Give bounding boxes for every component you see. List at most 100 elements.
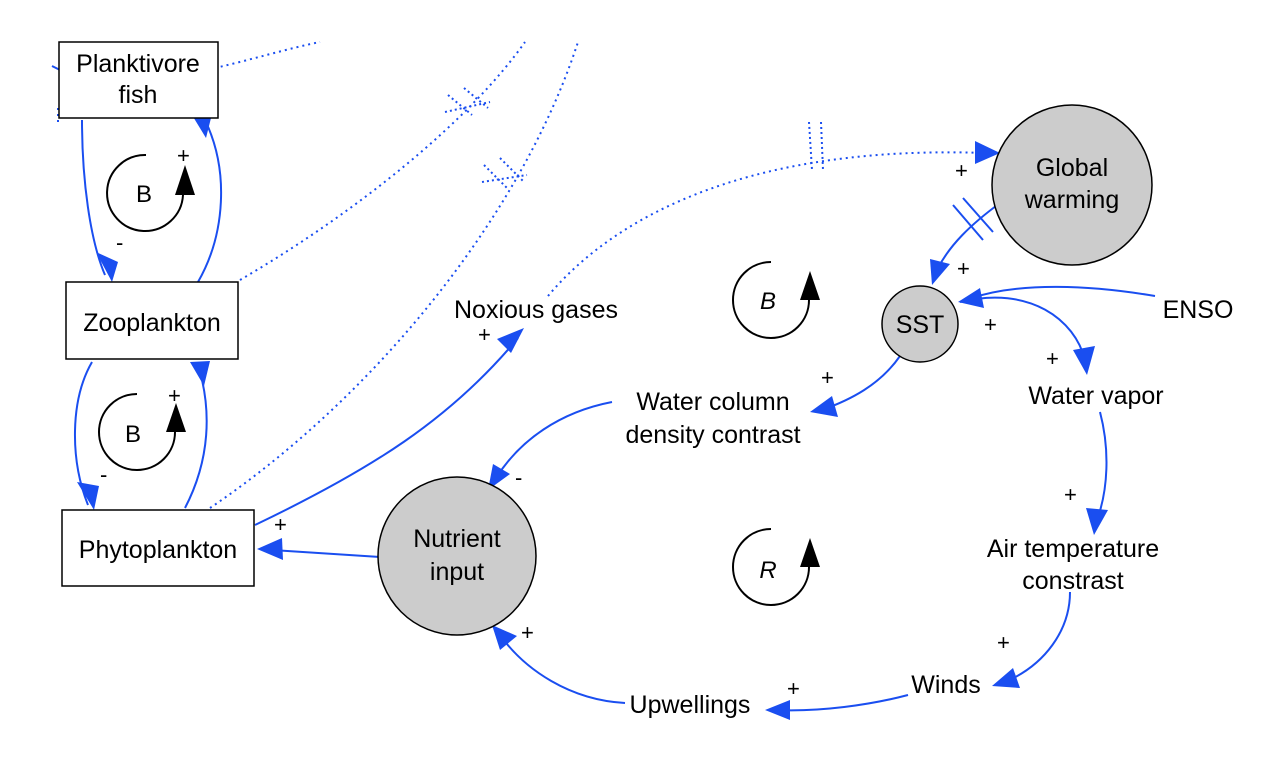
upwellings-label[interactable]: Upwellings (630, 691, 751, 719)
sign-sst-plus: + (957, 256, 970, 281)
loop-label-center-bottom: R (759, 557, 776, 584)
sign-winds-plus: + (997, 630, 1010, 655)
arrowheads (77, 114, 1108, 720)
link-phyto-to-noxious (254, 337, 519, 526)
arrowhead-upwellings (765, 700, 790, 720)
arrowhead-water-vapor (1073, 346, 1095, 375)
sign-water-column-plus: + (821, 365, 834, 390)
sign-fish-plus: + (177, 143, 190, 168)
sign-phyto-minus: - (100, 462, 107, 487)
loop-arc-fish-zoo (106, 153, 184, 232)
noxious-gases-label[interactable]: Noxious gases (454, 296, 618, 324)
planktivore-fish-label-line2: fish (119, 81, 158, 109)
causal-links (73, 117, 1156, 712)
sign-air-temp-plus: + (1064, 482, 1077, 507)
node-nutrient-input[interactable]: Nutrient input (377, 476, 537, 636)
link-fish-to-zoo (81, 119, 106, 276)
delay-mark-gw-sst (952, 197, 994, 241)
sign-nutrient-minus: - (515, 465, 522, 490)
loop-arc-center-bottom (732, 528, 810, 606)
sign-zoo-minus: - (116, 230, 123, 255)
loop-label-zoo-phyto: B (125, 421, 141, 448)
loop-indicator-center-top: B (732, 261, 820, 339)
arrowhead-winds (992, 668, 1020, 688)
arrowhead-phyto-from-nutrient (257, 538, 283, 560)
sign-sst-right-plus: + (984, 312, 997, 337)
dotted-link-noxious-global-warming (547, 151, 986, 297)
link-nutrient-to-phyto (271, 549, 381, 558)
sign-upwellings-plus: + (787, 676, 800, 701)
node-sst[interactable]: SST (881, 285, 959, 363)
dotted-link-zoo-top (239, 41, 526, 281)
loop-arrow-zoo-phyto (166, 403, 186, 432)
link-enso-to-sst (971, 285, 1156, 299)
winds-label[interactable]: Winds (911, 671, 980, 699)
loop-arc-center-top (732, 261, 810, 339)
arrowhead-sst-from-enso (958, 288, 984, 308)
water-column-label-line1[interactable]: Water column (636, 388, 789, 416)
node-phytoplankton[interactable]: Phytoplankton (61, 509, 255, 587)
global-warming-label-line2: warming (1024, 186, 1119, 214)
delay-mark-1 (444, 87, 491, 116)
node-planktivore-fish[interactable]: Planktivore fish (58, 41, 219, 119)
link-zoo-to-fish (197, 117, 223, 283)
delay-mark-2 (481, 157, 528, 189)
planktivore-fish-label-line1: Planktivore (76, 50, 200, 78)
arrowhead-sst (930, 259, 950, 285)
link-global-warming-to-sst (937, 202, 1001, 269)
sign-noxious-plus: + (478, 322, 491, 347)
phytoplankton-label: Phytoplankton (79, 536, 237, 564)
arrowhead-phyto (77, 482, 99, 510)
arrowhead-nutrient-from-upwellings (492, 625, 517, 650)
enso-label[interactable]: ENSO (1163, 296, 1234, 324)
loop-indicator-center-bottom: R (732, 528, 820, 606)
sign-global-warming-plus: + (955, 158, 968, 183)
link-phyto-to-zoo (184, 364, 208, 509)
sign-phyto-plus: + (274, 512, 287, 537)
loop-arrow-fish-zoo (175, 165, 195, 195)
nutrient-input-circle (377, 476, 537, 636)
link-sst-to-water-vapor (959, 296, 1086, 361)
sign-nutrient-upwellings-plus: + (521, 620, 534, 645)
link-water-column-to-nutrient (495, 401, 613, 479)
zooplankton-label: Zooplankton (83, 309, 221, 337)
loop-label-fish-zoo: B (136, 181, 152, 208)
arrowhead-air-temp (1086, 508, 1108, 535)
water-column-label-line2[interactable]: density contrast (625, 421, 800, 449)
arrowhead-nutrient (488, 464, 510, 490)
sst-label: SST (896, 311, 945, 339)
sign-water-vapor-plus: + (1046, 346, 1059, 371)
arrowhead-zoo (96, 252, 118, 282)
water-vapor-label[interactable]: Water vapor (1028, 382, 1163, 410)
link-upwellings-to-nutrient (499, 634, 626, 704)
dotted-link-fish-top (214, 41, 321, 69)
node-global-warming[interactable]: Global warming (991, 104, 1153, 266)
phytoplankton-box (61, 509, 255, 587)
loop-arrow-center-bottom (800, 538, 820, 567)
planktivore-fish-box (58, 41, 219, 119)
arrowhead-fish (192, 114, 212, 138)
loop-arrow-center-top (800, 271, 820, 300)
loop-arc-zoo-phyto (98, 393, 176, 471)
arrowhead-water-column (810, 396, 838, 417)
dotted-link-phyto-top (209, 41, 579, 509)
dotted-links (51, 41, 986, 509)
loop-indicator-fish-zoo: B (106, 153, 195, 232)
loop-label-center-top: B (760, 288, 776, 315)
nutrient-input-label-line2: input (430, 558, 484, 586)
zooplankton-box (65, 281, 239, 360)
sign-zoo-plus: + (168, 383, 181, 408)
arrowhead-zoo-from-phyto (190, 361, 210, 386)
arrowhead-noxious (497, 328, 524, 353)
link-winds-to-upwellings (774, 694, 909, 712)
global-warming-circle (991, 104, 1153, 266)
air-temperature-label-line2[interactable]: constrast (1022, 567, 1123, 595)
nutrient-input-label-line1: Nutrient (413, 525, 501, 553)
link-air-temp-to-winds (1004, 591, 1071, 683)
global-warming-label-line1: Global (1036, 154, 1108, 182)
air-temperature-label-line1[interactable]: Air temperature (987, 535, 1159, 563)
node-zooplankton[interactable]: Zooplankton (65, 281, 239, 360)
loop-indicator-zoo-phyto: B (98, 393, 186, 471)
polarity-signs: + - + - + + - + + + + + + + + + (100, 143, 1077, 701)
